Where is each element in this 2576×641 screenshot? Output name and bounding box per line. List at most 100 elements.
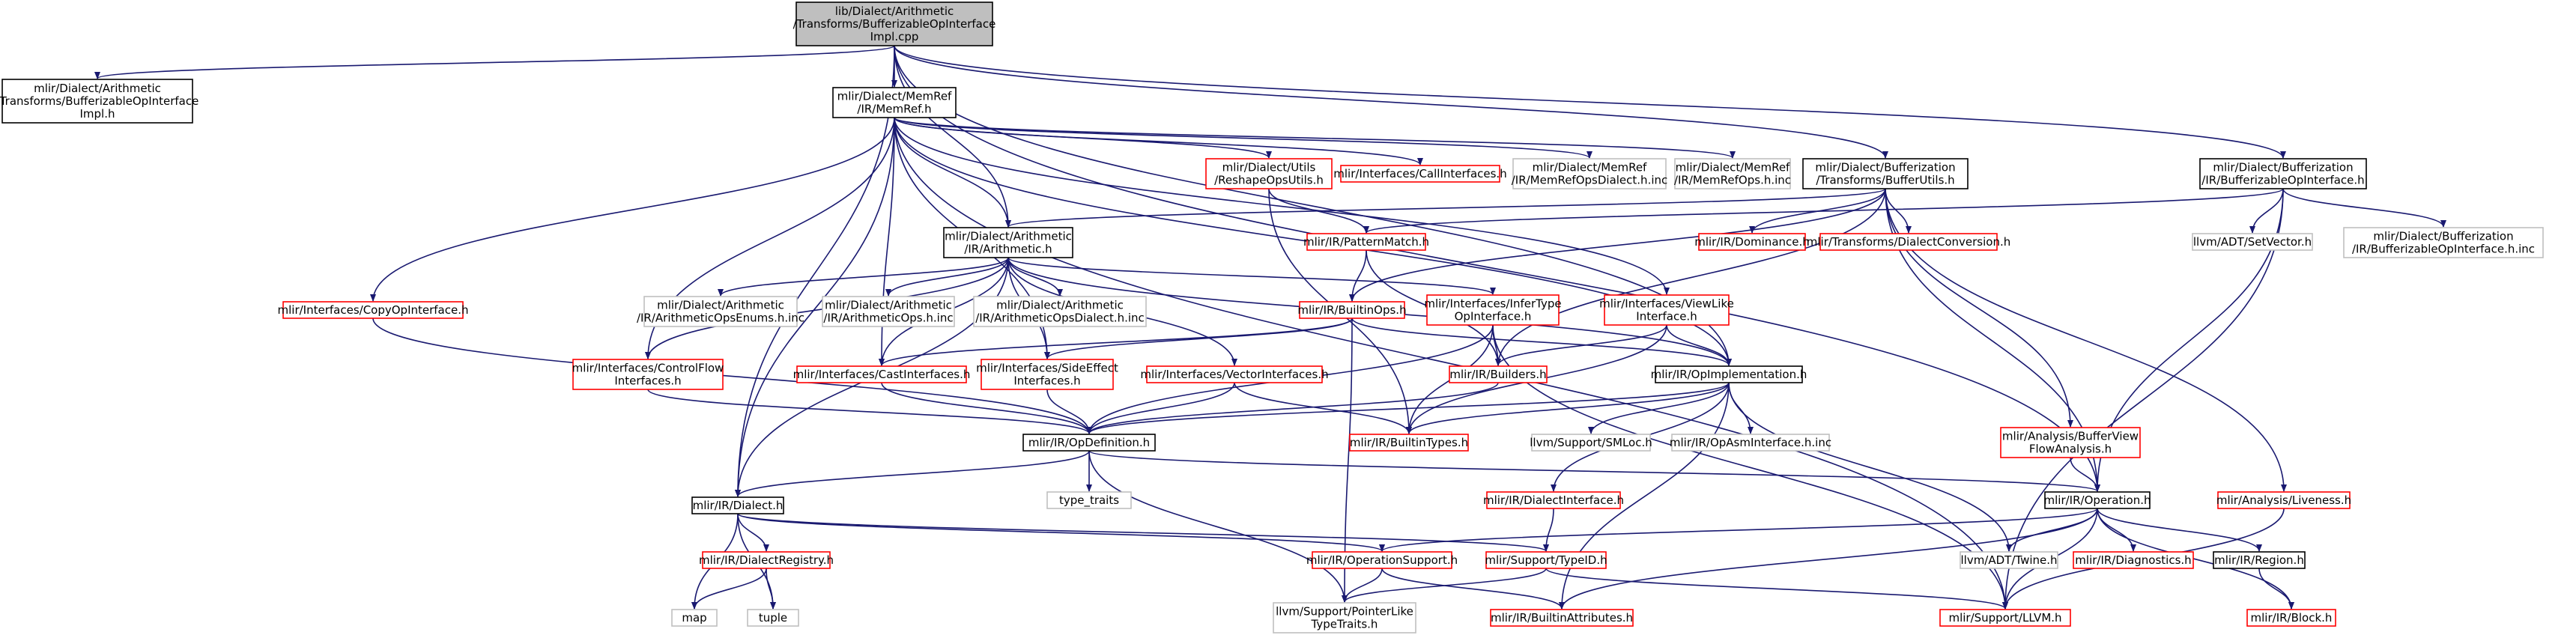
edge-vectorinterfaces-h-to-opdefinition-h: [1086, 382, 1235, 434]
node-box: [2044, 491, 2151, 509]
node-vectorinterfaces-h[interactable]: mlir/Interfaces/VectorInterfaces.h: [1140, 365, 1329, 383]
node-setvector-h[interactable]: llvm/ADT/SetVector.h: [2192, 233, 2313, 251]
node-label-line: mlir/IR/BuiltinOps.h: [1297, 303, 1406, 317]
node-dialectconversion-h[interactable]: mlir/Transforms/DialectConversion.h: [1807, 233, 2010, 251]
node-diagnostics-h[interactable]: mlir/IR/Diagnostics.h: [2073, 551, 2194, 569]
node-label-line: mlir/IR/Dominance.h: [1694, 235, 1810, 249]
node-copyopinterface-h[interactable]: mlir/Interfaces/CopyOpInterface.h: [278, 301, 469, 319]
node-label-line: mlir/IR/Diagnostics.h: [2075, 553, 2191, 567]
edge-arithmetic-h-to-infertype-h: [1007, 257, 1496, 295]
edge-bufopinterface-h-to-bufopinterface-inc: [2282, 188, 2446, 228]
edge-root-to-arithmetic-h: [894, 45, 1011, 228]
node-label-line: /IR/ArithmeticOpsDialect.h.inc: [975, 312, 1145, 325]
node-smloc-h[interactable]: llvm/Support/SMLoc.h: [1530, 434, 1652, 452]
node-bufopinterface-inc[interactable]: mlir/Dialect/Bufferization/IR/Bufferizab…: [2343, 227, 2544, 258]
node-reshapeops-h[interactable]: mlir/Dialect/Utils/ReshapeOpsUtils.h: [1205, 158, 1333, 189]
node-arithops-inc[interactable]: mlir/Dialect/Arithmetic/IR/ArithmeticOps…: [822, 296, 955, 327]
node-callinterfaces-h[interactable]: mlir/Interfaces/CallInterfaces.h: [1333, 165, 1507, 183]
edge-bufopinterface-h-to-setvector-h: [2249, 188, 2284, 234]
node-box: [1531, 434, 1651, 452]
edge-viewlike-h-to-opimplementation-h: [1666, 324, 1732, 366]
node-label-line: mlir/IR/PatternMatch.h: [1303, 235, 1429, 249]
node-operation-h[interactable]: mlir/IR/Operation.h: [2044, 491, 2151, 509]
node-label-line: mlir/Interfaces/InferType: [1424, 297, 1561, 311]
node-type-traits[interactable]: type_traits: [1046, 491, 1132, 509]
node-twine-h[interactable]: llvm/ADT/Twine.h: [1960, 551, 2058, 569]
node-dialectinterface-h[interactable]: mlir/IR/DialectInterface.h: [1483, 491, 1624, 509]
node-label-line: llvm/Support/PointerLike: [1276, 605, 1413, 619]
node-box: [282, 301, 464, 319]
node-opimplementation-h[interactable]: mlir/IR/OpImplementation.h: [1651, 365, 1807, 383]
node-label-line: Interfaces.h: [614, 374, 681, 388]
node-label-line: /IR/MemRefOps.h.inc: [1674, 174, 1791, 187]
node-bufferutils-h[interactable]: mlir/Dialect/Bufferization/Transforms/Bu…: [1802, 158, 1969, 189]
node-llvm-h[interactable]: mlir/Support/LLVM.h: [1939, 609, 2071, 627]
node-label-line: mlir/IR/OpImplementation.h: [1651, 368, 1807, 381]
edge-opimplementation-h-to-opasminterface-inc: [1728, 382, 1754, 434]
node-builtinops-h[interactable]: mlir/IR/BuiltinOps.h: [1297, 301, 1407, 319]
node-map[interactable]: map: [671, 609, 718, 627]
node-root[interactable]: lib/Dialect/Arithmetic/Transforms/Buffer…: [793, 1, 996, 46]
node-operationsupport-h[interactable]: mlir/IR/OperationSupport.h: [1306, 551, 1458, 569]
node-box: [1340, 165, 1500, 183]
node-arithdialect-inc[interactable]: mlir/Dialect/Arithmetic/IR/ArithmeticOps…: [973, 296, 1147, 327]
node-box: [1485, 551, 1607, 569]
dependency-edges: [94, 45, 2446, 610]
node-block-h[interactable]: mlir/IR/Block.h: [2246, 609, 2336, 627]
edge-arithmetic-h-to-arithenums-inc: [718, 257, 1009, 297]
node-dialect-h[interactable]: mlir/IR/Dialect.h: [691, 496, 784, 514]
node-patternmatch-h[interactable]: mlir/IR/PatternMatch.h: [1303, 233, 1429, 251]
node-box: [2213, 551, 2306, 569]
node-opasminterface-inc[interactable]: mlir/IR/OpAsmInterface.h.inc: [1670, 434, 1831, 452]
node-typeid-h[interactable]: mlir/Support/TypeID.h: [1485, 551, 1607, 569]
node-arith-bufimpl-h[interactable]: mlir/Dialect/Arithmetic/Transforms/Buffe…: [0, 79, 198, 124]
node-label-line: /IR/Arithmetic.h: [964, 243, 1052, 256]
node-box: [822, 296, 955, 327]
edge-builtinops-h-to-sideeffect-h: [1044, 318, 1353, 359]
node-builtinattributes-h[interactable]: mlir/IR/BuiltinAttributes.h: [1490, 609, 1634, 627]
node-label-line: llvm/Support/SMLoc.h: [1530, 436, 1652, 449]
edge-opdefinition-h-to-pointerliketypetraits-h: [1088, 450, 1348, 603]
node-memrefdialect-inc[interactable]: mlir/Dialect/MemRef/IR/MemRefOpsDialect.…: [1512, 158, 1668, 189]
node-box: [2246, 609, 2336, 627]
node-box: [643, 296, 798, 327]
node-box: [1960, 551, 2058, 569]
file-nodes: lib/Dialect/Arithmetic/Transforms/Buffer…: [0, 1, 2544, 634]
edge-opimplementation-h-to-builtintypes-h: [1406, 382, 1730, 434]
edge-typeid-h-to-pointerliketypetraits-h: [1342, 568, 1547, 603]
node-box: [2343, 227, 2544, 258]
edge-bufferviewflow-h-to-operation-h: [2070, 457, 2100, 492]
edge-bufopinterface-h-to-llvm-h: [2002, 188, 2284, 610]
edge-root-to-arith-bufimpl-h: [94, 45, 895, 79]
node-label-line: mlir/IR/Block.h: [2251, 611, 2333, 625]
node-builders-h[interactable]: mlir/IR/Builders.h: [1449, 365, 1548, 383]
node-opdefinition-h[interactable]: mlir/IR/OpDefinition.h: [1022, 434, 1156, 452]
node-liveness-h[interactable]: mlir/Analysis/Liveness.h: [2216, 491, 2351, 509]
node-arithenums-inc[interactable]: mlir/Dialect/Arithmetic/IR/ArithmeticOps…: [637, 296, 804, 327]
node-box: [1512, 158, 1667, 189]
node-memref-h[interactable]: mlir/Dialect/MemRef/IR/MemRef.h: [832, 87, 957, 118]
node-label-line: mlir/Dialect/Arithmetic: [825, 299, 952, 312]
node-dialectregistry-h[interactable]: mlir/IR/DialectRegistry.h: [699, 551, 834, 569]
node-box: [671, 609, 718, 627]
node-memrefops-inc[interactable]: mlir/Dialect/MemRef/IR/MemRefOps.h.inc: [1674, 158, 1791, 189]
node-dominance-h[interactable]: mlir/IR/Dominance.h: [1694, 233, 1810, 251]
node-bufopinterface-h[interactable]: mlir/Dialect/Bufferization/IR/Bufferizab…: [2199, 158, 2367, 189]
node-label-line: mlir/Dialect/Bufferization: [2213, 161, 2353, 174]
node-castinterfaces-h[interactable]: mlir/Interfaces/CastInterfaces.h: [793, 365, 971, 383]
node-region-h[interactable]: mlir/IR/Region.h: [2213, 551, 2306, 569]
node-label-line: mlir/Support/LLVM.h: [1948, 611, 2061, 625]
node-arithmetic-h[interactable]: mlir/Dialect/Arithmetic/IR/Arithmetic.h: [943, 227, 1073, 258]
node-tuple[interactable]: tuple: [747, 609, 799, 627]
node-label-line: /Transforms/BufferizableOpInterface: [0, 94, 198, 108]
edge-typeid-h-to-llvm-h: [1545, 568, 2008, 610]
edge-bufferutils-h-to-builders-h: [1495, 188, 1886, 366]
node-builtintypes-h[interactable]: mlir/IR/BuiltinTypes.h: [1349, 434, 1469, 452]
